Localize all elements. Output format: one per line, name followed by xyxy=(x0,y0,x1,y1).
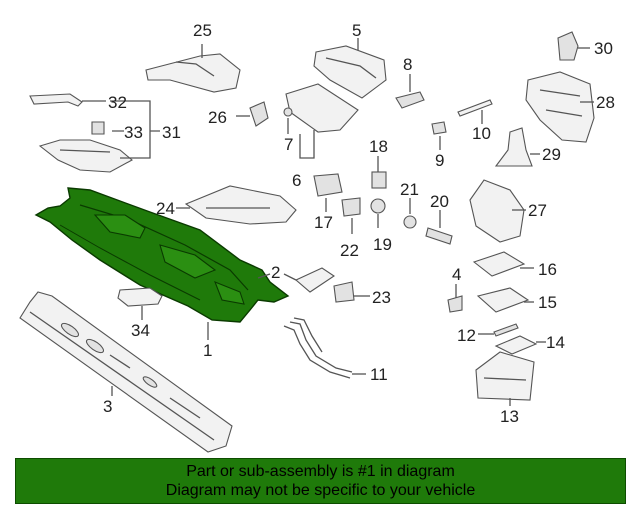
part-26-clip xyxy=(249,101,269,127)
part-23-switch xyxy=(333,281,355,303)
part-31-armrest xyxy=(38,139,133,173)
callout-30: 30 xyxy=(594,39,613,58)
callout-18: 18 xyxy=(369,137,388,156)
callout-4: 4 xyxy=(452,265,462,284)
part-15-pad xyxy=(476,287,530,313)
part-17-switch xyxy=(313,173,343,197)
callout-29: 29 xyxy=(542,145,561,164)
part-8-bracket xyxy=(395,91,425,109)
part-22-switch xyxy=(341,197,361,217)
banner-line-2: Diagram may not be specific to your vehi… xyxy=(165,482,476,499)
callout-11: 11 xyxy=(370,365,388,384)
part-5-lid xyxy=(313,45,387,99)
part-1-main-console xyxy=(34,187,290,323)
part-28-shifter-assembly xyxy=(525,71,595,143)
part-33-clip xyxy=(91,121,105,135)
callout-23: 23 xyxy=(372,288,391,307)
callout-16: 16 xyxy=(538,260,557,279)
callout-25: 25 xyxy=(193,21,212,40)
callout-13: 13 xyxy=(500,407,519,426)
callout-2: 2 xyxy=(271,263,281,282)
part-6-lid xyxy=(285,83,359,133)
callout-24: 24 xyxy=(156,199,175,218)
callout-34: 34 xyxy=(131,321,150,340)
part-12-strip xyxy=(493,323,519,337)
callout-21: 21 xyxy=(400,180,419,199)
part-34 xyxy=(117,287,163,307)
callout-19: 19 xyxy=(373,235,392,254)
bracket-31-32-33 xyxy=(82,100,160,159)
part-29-shift-boot xyxy=(494,127,533,167)
part-10-strip xyxy=(457,99,493,117)
part-16-pad xyxy=(472,251,526,277)
part-14-pad xyxy=(494,335,538,355)
part-18-socket xyxy=(371,171,387,189)
callout-22: 22 xyxy=(340,241,359,260)
callout-33: 33 xyxy=(124,123,143,142)
part-32-trim xyxy=(29,93,83,107)
callout-26: 26 xyxy=(208,108,227,127)
callout-7: 7 xyxy=(284,135,294,154)
part-4-clip xyxy=(447,295,463,313)
part-30-shift-knob xyxy=(557,31,579,61)
callout-15: 15 xyxy=(538,293,557,312)
part-21-lighter xyxy=(403,215,417,229)
callout-32: 32 xyxy=(108,93,127,112)
part-13-cover xyxy=(475,351,535,401)
callout-1: 1 xyxy=(203,341,213,360)
banner-line-1: Part or sub-assembly is #1 in diagram xyxy=(186,463,455,480)
callout-31: 31 xyxy=(162,123,181,142)
callout-9: 9 xyxy=(435,151,445,170)
part-3-trim-panel xyxy=(19,291,233,453)
part-24-tray xyxy=(184,185,297,225)
callout-5: 5 xyxy=(352,21,362,40)
callout-3: 3 xyxy=(103,397,113,416)
part-11-wiring-harness xyxy=(283,317,353,379)
part-25-trim-bezel xyxy=(145,53,241,93)
callout-28: 28 xyxy=(596,93,615,112)
callout-27: 27 xyxy=(528,201,547,220)
callout-14: 14 xyxy=(546,333,565,352)
callout-10: 10 xyxy=(472,124,491,143)
parts-diagram xyxy=(19,31,595,453)
callout-12: 12 xyxy=(457,326,476,345)
part-9-clip xyxy=(431,121,447,135)
info-banner: Part or sub-assembly is #1 in diagram Di… xyxy=(15,458,626,504)
part-19-socket xyxy=(370,198,386,214)
callout-20: 20 xyxy=(430,192,449,211)
part-20-element xyxy=(425,227,453,245)
part-7-fastener xyxy=(283,107,293,117)
part-27-bezel xyxy=(469,179,525,243)
callout-17: 17 xyxy=(314,213,333,232)
callout-8: 8 xyxy=(403,55,413,74)
part-2-cupholder xyxy=(294,267,335,293)
callout-6: 6 xyxy=(292,171,302,190)
